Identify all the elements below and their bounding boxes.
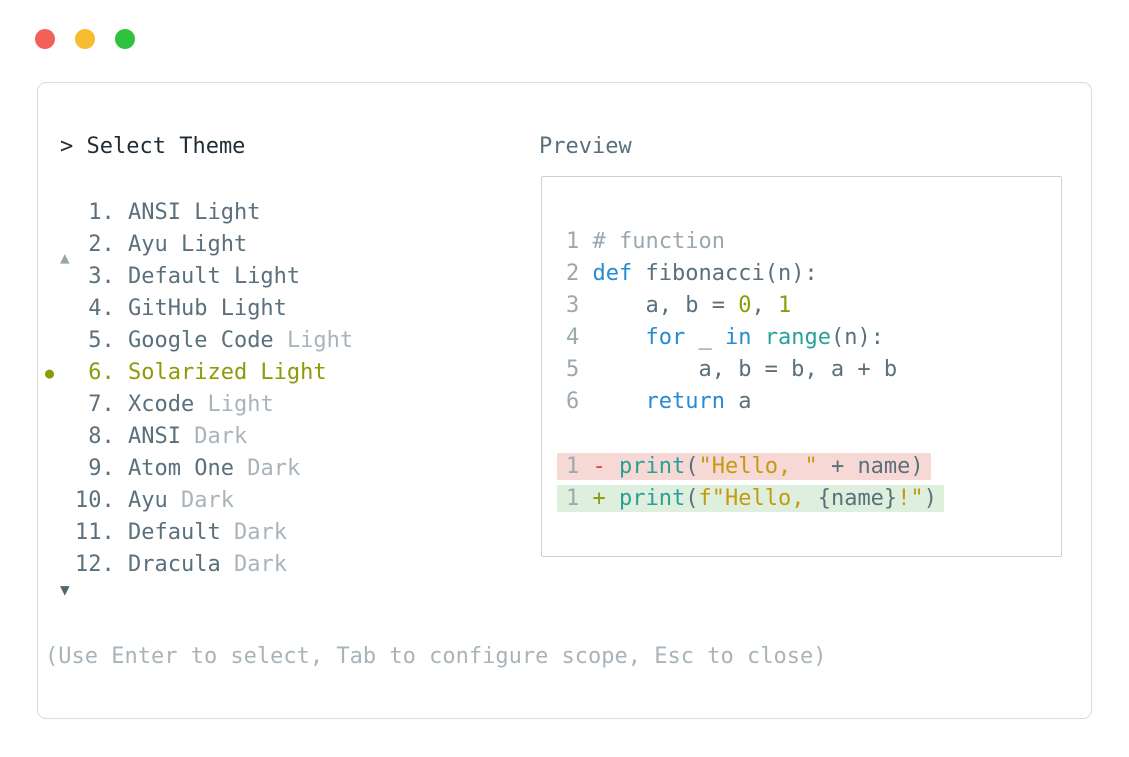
item-number: 1. [75, 200, 128, 225]
item-number: 3. [75, 264, 128, 289]
item-variant: Light [286, 328, 354, 353]
zoom-button[interactable] [115, 29, 135, 49]
theme-list-item[interactable]: 2. Ayu Light [75, 229, 353, 261]
theme-list-item[interactable]: 4. GitHub Light [75, 293, 353, 325]
help-text: (Use Enter to select, Tab to configure s… [45, 644, 827, 669]
theme-list-item[interactable]: 7. Xcode Light [75, 389, 353, 421]
item-variant: Dark [233, 552, 287, 577]
theme-list-item[interactable]: 8. ANSI Dark [75, 421, 353, 453]
item-name: Default [127, 520, 234, 545]
minimize-button[interactable] [75, 29, 95, 49]
item-number: 6. [75, 360, 128, 385]
item-name: ANSI Light [127, 200, 261, 225]
code-line: 1 # function [566, 229, 725, 254]
item-variant: Dark [233, 520, 287, 545]
item-number: 9. [75, 456, 128, 481]
item-variant: Dark [194, 424, 248, 449]
close-button[interactable] [35, 29, 55, 49]
item-name: Google Code [127, 328, 287, 353]
prompt-title: > Select Theme [60, 134, 246, 159]
item-name: Xcode [127, 392, 208, 417]
diff-line-added: 1 + print(f"Hello, {name}!") [557, 482, 1061, 514]
preview-box: 1 # function 2 def fibonacci(n): 3 a, b = … [541, 176, 1062, 557]
theme-list-item[interactable]: 11. Default Dark [75, 517, 353, 549]
theme-list-item[interactable]: 5. Google Code Light [75, 325, 353, 357]
code-line: 6 return a [566, 389, 752, 414]
theme-list: 1. ANSI Light 2. Ayu Light 3. Default Li… [75, 197, 353, 581]
code-line: 5 a, b = b, a + b [566, 357, 898, 382]
item-number: 10. [75, 488, 128, 513]
item-number: 4. [75, 296, 128, 321]
item-number: 7. [75, 392, 128, 417]
item-name: Ayu Light [127, 232, 248, 257]
theme-list-item[interactable]: 10. Ayu Dark [75, 485, 353, 517]
item-variant: Light [207, 392, 274, 417]
item-name: Dracula [127, 552, 234, 577]
code-preview: 1 # function 2 def fibonacci(n): 3 a, b = … [542, 177, 1061, 514]
selected-item-bullet-icon: ● [45, 364, 55, 382]
theme-list-item[interactable]: 3. Default Light [75, 261, 353, 293]
theme-list-item[interactable]: 9. Atom One Dark [75, 453, 353, 485]
theme-list-item[interactable]: 12. Dracula Dark [75, 549, 353, 581]
item-name: Ayu [127, 488, 181, 513]
item-name: GitHub Light [127, 296, 287, 321]
theme-selector-panel: > Select Theme ▲ 1. ANSI Light 2. Ayu Li… [37, 82, 1092, 719]
diff-line-removed: 1 - print("Hello, " + name) [557, 450, 1061, 482]
item-variant: Dark [180, 488, 234, 513]
code-line: 4 for _ in range(n): [566, 325, 884, 350]
item-name: Atom One [127, 456, 248, 481]
item-number: 12. [75, 552, 128, 577]
code-line: 2 def fibonacci(n): [566, 261, 818, 286]
item-name: ANSI [127, 424, 195, 449]
code-line: 3 a, b = 0, 1 [566, 293, 792, 318]
item-number: 5. [75, 328, 128, 353]
item-name: Solarized Light [127, 360, 327, 385]
item-name: Default Light [127, 264, 301, 289]
item-number: 8. [75, 424, 128, 449]
theme-list-item[interactable]: 1. ANSI Light [75, 197, 353, 229]
item-variant: Dark [247, 456, 301, 481]
preview-label: Preview [539, 134, 632, 159]
item-number: 11. [75, 520, 128, 545]
scroll-up-icon[interactable]: ▲ [60, 248, 70, 267]
scroll-down-icon[interactable]: ▼ [60, 580, 70, 599]
theme-list-item[interactable]: 6. Solarized Light [75, 357, 353, 389]
window-controls [35, 29, 135, 49]
item-number: 2. [75, 232, 128, 257]
